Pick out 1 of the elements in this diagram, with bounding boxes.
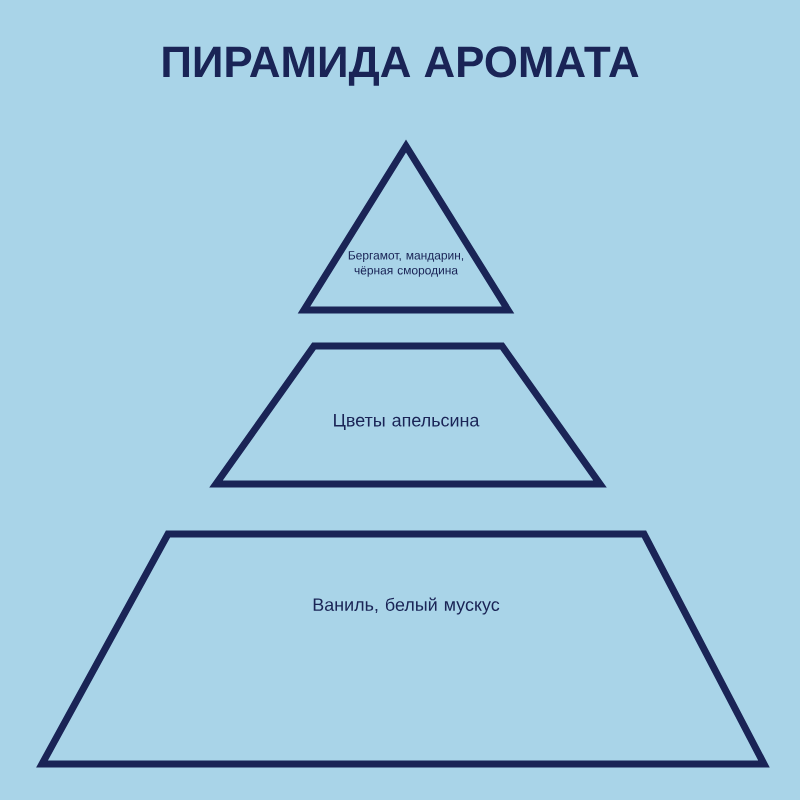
title: ПИРАМИДА АРОМАТА bbox=[163, 46, 639, 86]
